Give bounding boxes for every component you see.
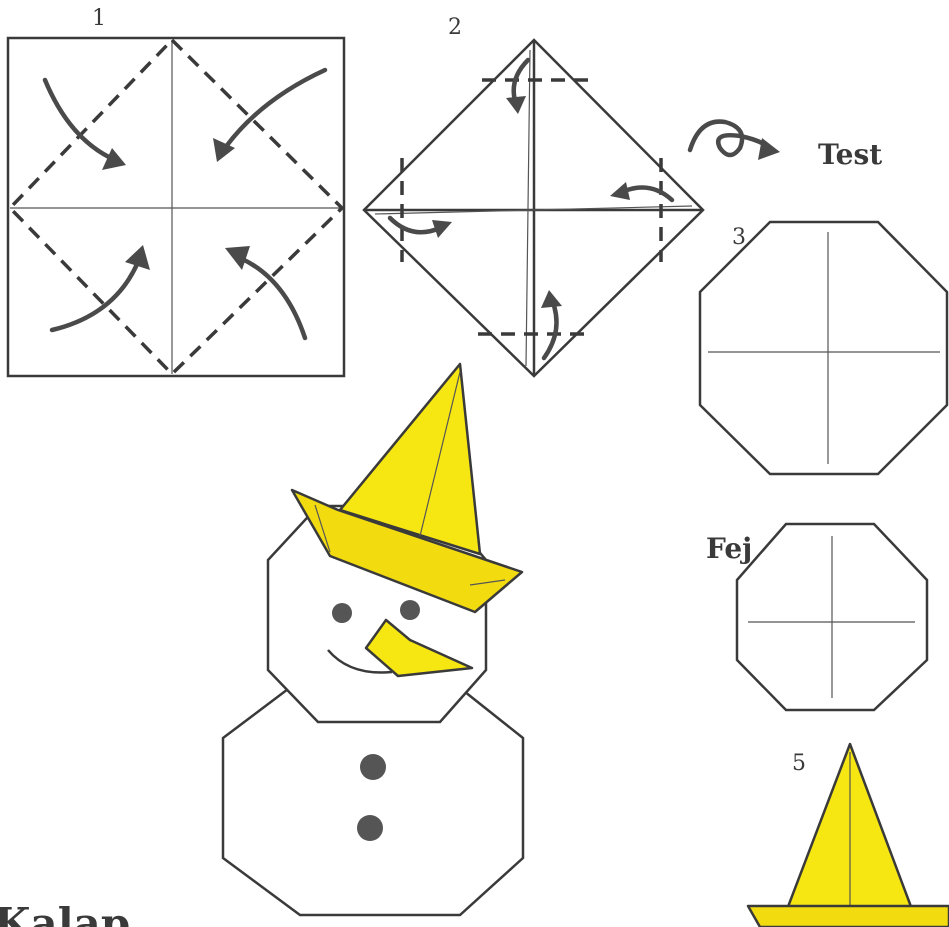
octagon-head	[735, 522, 929, 712]
snowman-hat-brim	[290, 488, 524, 614]
brim-fold	[469, 579, 506, 586]
step-1-number: 1	[92, 6, 106, 31]
fold-arrow-bottom-icon	[541, 297, 559, 361]
square-paper	[6, 36, 346, 378]
arrowhead-icon	[506, 96, 526, 114]
left-eye	[332, 603, 352, 623]
snowman-hat-cone	[338, 362, 482, 556]
carrot-nose	[364, 618, 474, 678]
fold-arrow-bottom-right-icon	[237, 255, 308, 341]
step-5-diagram: 5	[746, 742, 949, 927]
flip-label: Test	[818, 138, 882, 171]
arrowhead-icon	[432, 220, 452, 238]
button-top	[360, 754, 386, 780]
hat-crease	[419, 371, 461, 537]
arrowhead-icon	[225, 246, 250, 270]
hat-brim	[746, 904, 949, 927]
step-3-number: 3	[732, 225, 746, 250]
mouth	[327, 649, 393, 674]
turn-over-arrow-icon	[687, 119, 773, 158]
right-eye	[400, 600, 420, 620]
arrowhead-icon	[541, 290, 562, 308]
head-diagram: Fej	[706, 522, 929, 712]
step-2-diagram: 2	[362, 15, 705, 378]
crease	[525, 49, 531, 367]
step-1-diagram: 1	[6, 6, 346, 378]
fold-arrow-top-right-icon	[222, 67, 328, 151]
octagon-body	[698, 220, 949, 476]
step-2-number: 2	[448, 15, 462, 40]
snowman-body	[221, 678, 525, 917]
snowman-figure	[221, 362, 525, 917]
head-label: Fej	[706, 532, 752, 565]
button-bottom	[357, 815, 383, 841]
brim-fold	[314, 504, 331, 553]
arrowhead-icon	[102, 148, 126, 170]
step-3-diagram: 3	[698, 220, 949, 476]
step-5-number: 5	[792, 751, 806, 776]
arrowhead-icon	[125, 245, 150, 270]
arrowhead-icon	[213, 138, 235, 162]
fold-lines-dashed	[7, 37, 345, 377]
hat-title: Kalap	[0, 899, 130, 927]
fold-arrow-bottom-left-icon	[49, 259, 141, 333]
crease	[374, 205, 693, 215]
arrowhead-icon	[610, 182, 630, 200]
fold-arrow-top-left-icon	[42, 77, 118, 163]
turn-over-indicator: Test	[687, 119, 882, 171]
arrowhead-icon	[758, 138, 780, 160]
